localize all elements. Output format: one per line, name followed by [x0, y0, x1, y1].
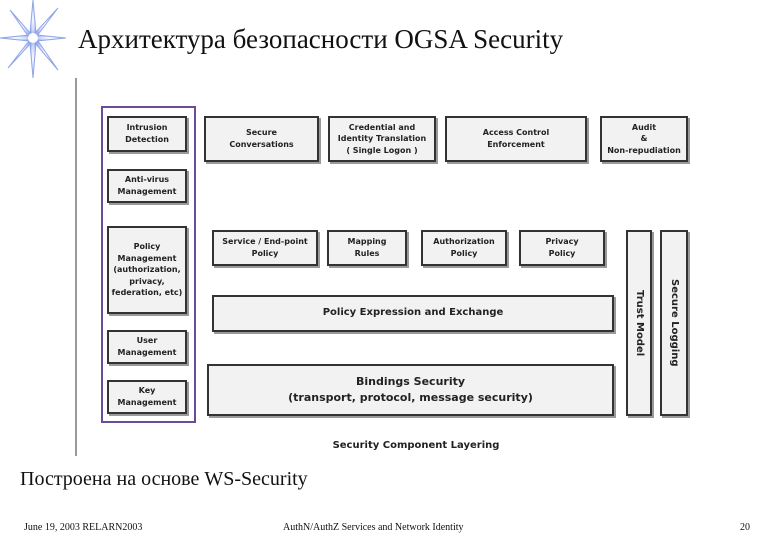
secure-conversations-box: Secure Conversations [204, 116, 319, 162]
bindings-security-box: Bindings Security (transport, protocol, … [207, 364, 614, 416]
credential-identity-translation-box: Credential and Identity Translation ( Si… [328, 116, 436, 162]
management-group-border [101, 106, 196, 423]
privacy-policy-box: Privacy Policy [519, 230, 605, 266]
access-control-enforcement-box: Access Control Enforcement [445, 116, 587, 162]
user-management-box: User Management [107, 330, 187, 364]
anti-virus-management-box: Anti-virus Management [107, 169, 187, 203]
secure-logging-label: Secure Logging [669, 279, 680, 367]
slide-divider-line [75, 78, 77, 456]
star-logo [0, 0, 66, 78]
diagram-caption: Security Component Layering [332, 440, 500, 451]
policy-management-box: Policy Management (authorization, privac… [107, 226, 187, 314]
service-endpoint-policy-box: Service / End-point Policy [212, 230, 318, 266]
authorization-policy-box: Authorization Policy [421, 230, 507, 266]
slide-subtitle: Построена на основе WS-Security [20, 468, 308, 490]
key-management-box: Key Management [107, 380, 187, 414]
trust-model-label: Trust Model [634, 289, 645, 357]
audit-non-repudiation-box: Audit & Non-repudiation [600, 116, 688, 162]
footer-date: June 19, 2003 RELARN2003 [24, 522, 143, 533]
mapping-rules-box: Mapping Rules [327, 230, 407, 266]
intrusion-detection-box: Intrusion Detection [107, 116, 187, 152]
page-number: 20 [740, 522, 750, 533]
trust-model-box: Trust Model [626, 230, 652, 416]
secure-logging-box: Secure Logging [660, 230, 688, 416]
footer-title: AuthN/AuthZ Services and Network Identit… [283, 522, 464, 533]
slide-title: Архитектура безопасности OGSA Security [78, 24, 564, 54]
policy-expression-exchange-box: Policy Expression and Exchange [212, 295, 614, 332]
